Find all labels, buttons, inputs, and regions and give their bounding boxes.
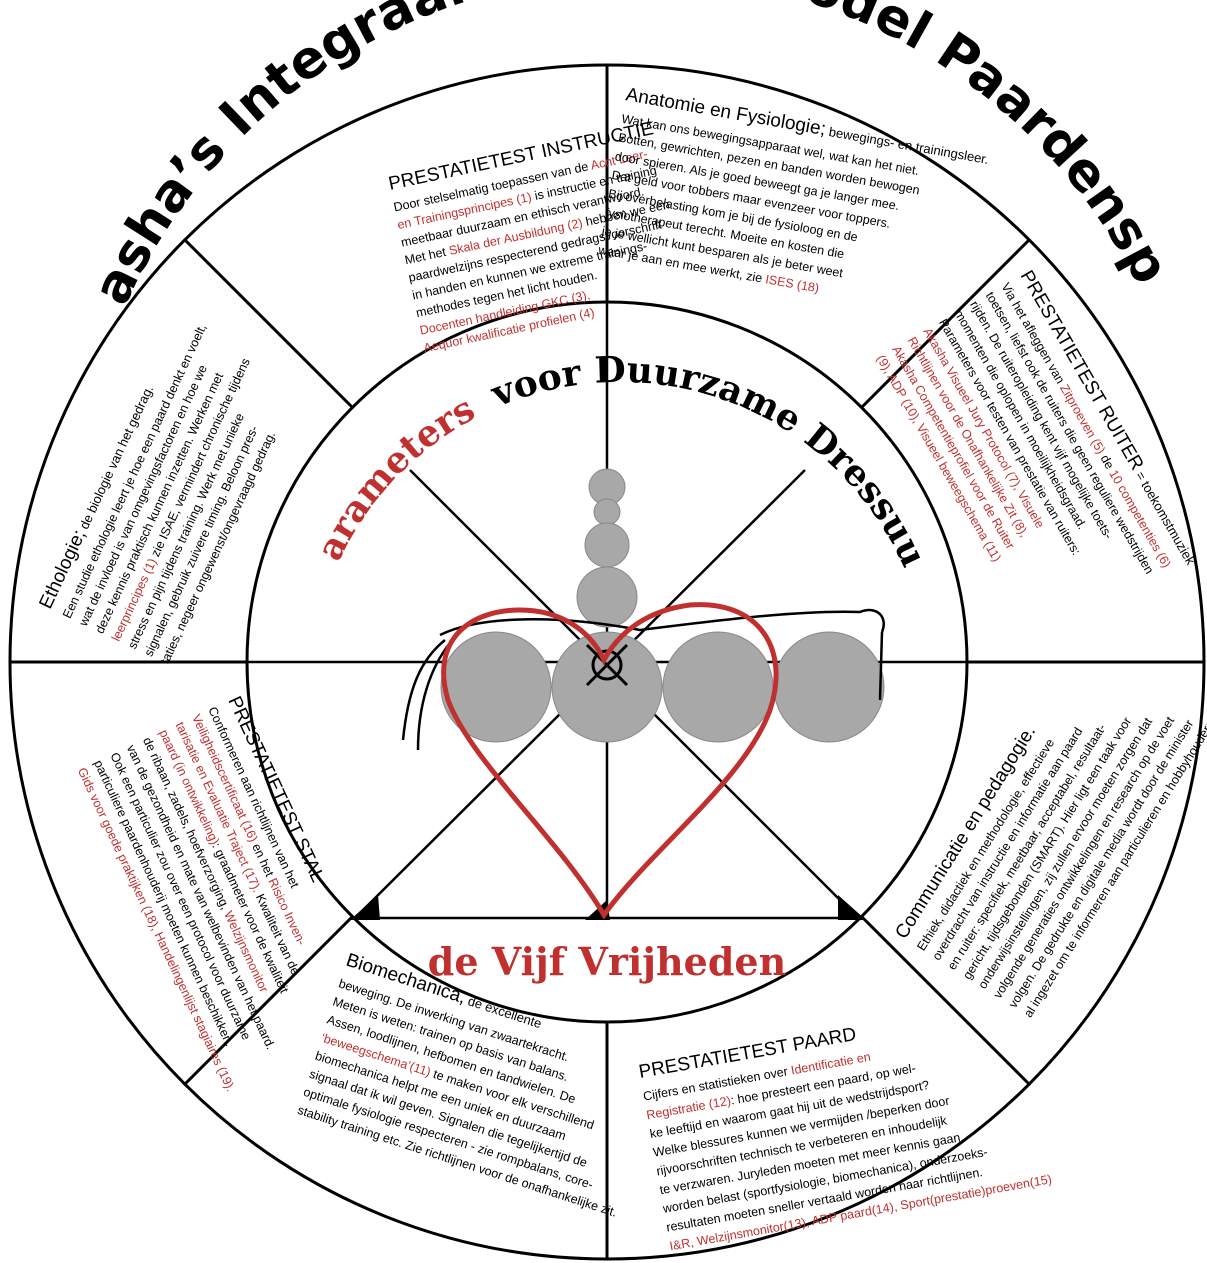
body-circle	[773, 631, 885, 743]
horse-outline	[401, 608, 885, 751]
balance-figure	[440, 468, 885, 743]
heart-shape	[441, 602, 779, 920]
body-circle	[662, 631, 774, 743]
body-circle	[551, 631, 663, 743]
arrow-head-left	[350, 895, 380, 920]
spine-circle	[593, 498, 621, 526]
spine-circle	[584, 522, 630, 568]
vijf-vrijheden-title: de Vijf Vrijheden	[428, 939, 786, 984]
ring-dividers	[10, 65, 1204, 1259]
body-circle	[440, 631, 552, 743]
arrow-head-right	[838, 895, 866, 920]
spine-circle	[576, 566, 638, 628]
